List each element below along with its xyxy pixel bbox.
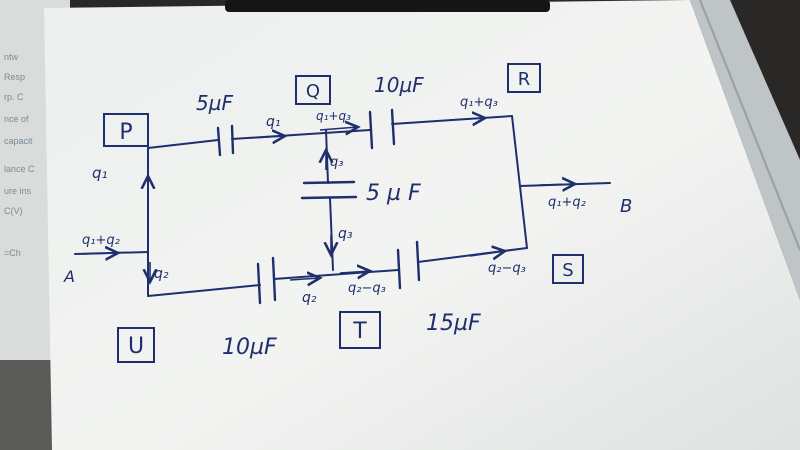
svg-text:=Ch: =Ch [4,248,21,258]
arrow-pq [249,136,285,138]
paper-sheet [44,0,800,450]
svg-text:rp. C: rp. C [4,92,24,102]
capacitor-pq [216,124,235,157]
current-arrows [81,118,575,282]
current-s-label: q₂−q₃ [488,261,526,276]
svg-text:Resp: Resp [4,72,25,82]
current-mid-down: q₃ [338,226,353,242]
node-r-label: R [518,69,531,90]
box-r [507,63,541,93]
current-t-to-s: q₂−q₃ [348,281,386,296]
arrow-t-to-s [339,271,370,273]
arrow-to-r [449,118,485,120]
node-u-label: U [128,334,144,359]
current-in-a: q₁+q₂ [82,233,120,248]
cap-ts-value: 15µF [426,311,481,336]
arrow-q-to-r [319,127,358,130]
cap-qr-value: 10µF [374,73,424,97]
cap-qt-value: 5 µ F [366,181,421,206]
cap-ut-value: 10µF [222,335,277,360]
node-p-label: P [119,120,132,145]
box-u [117,327,155,363]
node-boxes [103,63,584,363]
current-ut: q₂ [302,290,317,306]
binder-clip [225,0,550,12]
current-left-down: q₂ [154,266,169,282]
arrow-in-a [81,253,118,254]
arrow-out-b [539,184,575,185]
node-s-label: S [562,260,573,281]
capacitor-qr [368,108,396,150]
current-q-to-r: q₁+q₃ [316,109,351,123]
svg-text:ntw: ntw [4,52,19,62]
cap-pq-value: 5µF [196,91,233,115]
capacitor-qt [300,180,358,200]
box-s [552,254,584,284]
terminal-a-label: A [63,267,75,286]
current-r-label: q₁+q₃ [460,95,498,110]
box-t [339,311,381,349]
current-mid-up: q₃ [330,155,343,170]
current-pq: q₁ [266,114,281,130]
current-left-up: q₁ [92,164,108,182]
box-p [103,113,149,147]
current-out-b: q₁+q₂ [548,195,586,210]
arrow-ut [289,278,320,280]
svg-text:capacit: capacit [4,136,33,146]
svg-text:ure ins: ure ins [4,186,32,196]
box-q [295,75,331,105]
clipboard-edge [690,0,800,300]
node-t-label: T [352,319,367,344]
terminal-b-label: B [620,196,632,217]
capacitor-ut [256,256,277,305]
node-q-label: Q [306,81,320,102]
svg-text:C(V): C(V) [4,206,23,216]
capacitor-plates [216,108,421,305]
capacitor-ts [396,240,421,290]
svg-text:nce of: nce of [4,114,29,124]
arrow-to-s [469,251,505,256]
svg-text:lance C: lance C [4,164,35,174]
